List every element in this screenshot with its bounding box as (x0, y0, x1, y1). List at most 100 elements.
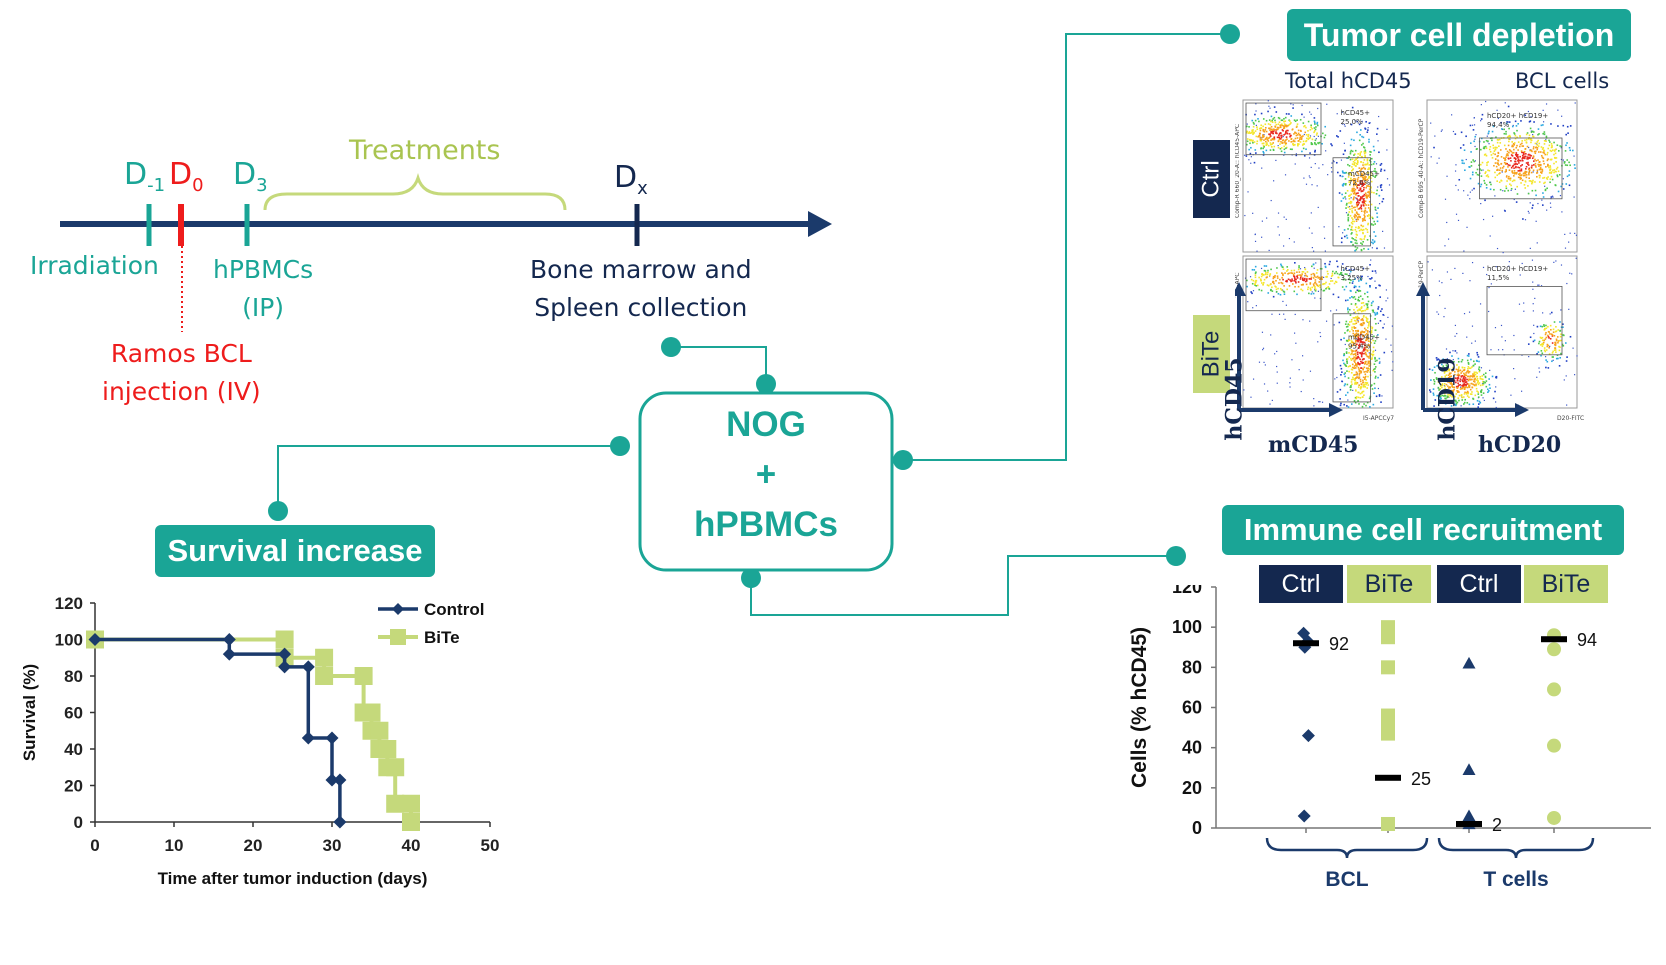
facs-event (1359, 199, 1361, 202)
facs-event (1263, 265, 1266, 267)
facs-event (1519, 135, 1521, 138)
facs-event (1362, 267, 1365, 270)
facs-event (1456, 374, 1459, 376)
facs-plots: hCD45+25,0%mCD45+72,6%hCD20+ hCD19+94,4%… (1235, 99, 1584, 422)
facs-event (1270, 132, 1273, 134)
facs-event (1371, 277, 1373, 279)
facs-event (1283, 123, 1286, 125)
facs-event (1492, 152, 1495, 155)
facs-gate (1332, 157, 1371, 247)
facs-event (1282, 268, 1285, 271)
facs-event (1544, 350, 1547, 353)
facs-gate-label: 95,4% (1348, 343, 1371, 351)
facs-event (1364, 151, 1367, 154)
facs-event (1505, 168, 1507, 171)
facs-event (1269, 273, 1272, 275)
facs-event (1449, 383, 1452, 385)
facs-event (1252, 141, 1254, 144)
facs-event (1460, 131, 1463, 134)
facs-event (1379, 320, 1382, 322)
facs-event (1373, 161, 1376, 163)
facs-event (1462, 144, 1465, 146)
facs-event (1456, 401, 1459, 404)
facs-event (1511, 152, 1514, 154)
facs-event (1540, 285, 1543, 287)
facs-event (1368, 168, 1370, 170)
facs-event (1290, 141, 1293, 143)
facs-event (1352, 206, 1355, 209)
facs-event (1379, 184, 1382, 187)
facs-ctrl-hcd45: hCD45+25,0%mCD45+72,6% (1242, 99, 1394, 253)
facs-event (1365, 337, 1368, 340)
facs-event (1485, 175, 1488, 177)
immune-point (1462, 656, 1476, 669)
facs-event (1458, 374, 1461, 376)
facs-event (1344, 323, 1347, 325)
facs-event (1562, 188, 1565, 190)
facs-event (1378, 362, 1381, 364)
facs-event (1331, 272, 1334, 275)
facs-event (1273, 282, 1275, 285)
facs-event (1529, 336, 1532, 339)
facs-event (1457, 370, 1459, 373)
facs-event (1301, 273, 1303, 275)
facs-event (1362, 171, 1365, 174)
facs-event (1340, 241, 1343, 244)
facs-event (1543, 149, 1546, 152)
facs-event (1361, 361, 1364, 364)
facs-event (1463, 393, 1466, 395)
facs-event (1360, 242, 1362, 244)
facs-event (1314, 128, 1317, 131)
facs-event (1451, 355, 1453, 357)
facs-event (1566, 404, 1568, 406)
facs-event (1303, 279, 1305, 282)
facs-event (1284, 131, 1287, 134)
facs-event (1533, 339, 1536, 342)
facs-event (1366, 211, 1368, 213)
row-tag-bite: BiTe (1193, 315, 1230, 393)
facs-event (1471, 376, 1474, 378)
facs-event (1362, 319, 1364, 322)
facs-event (1478, 400, 1481, 403)
facs-event (1355, 211, 1358, 213)
facs-event (1288, 123, 1291, 126)
facs-event (1357, 335, 1360, 337)
facs-event (1362, 348, 1365, 351)
facs-event (1492, 215, 1494, 217)
facs-event (1531, 181, 1534, 184)
facs-event (1300, 137, 1303, 140)
facs-event (1558, 349, 1561, 352)
facs-event (1477, 406, 1479, 408)
facs-event (1559, 335, 1562, 338)
facs-event (1431, 269, 1433, 271)
facs-event (1354, 239, 1356, 241)
facs-event (1352, 357, 1355, 360)
facs-event (1485, 187, 1488, 189)
facs-event (1345, 207, 1347, 209)
facs-gate-label: 72,6% (1348, 179, 1371, 187)
facs-event (1514, 188, 1516, 190)
facs-event (1435, 377, 1438, 379)
facs-ylabel-left: hCD45 (1222, 344, 1259, 454)
facs-event (1465, 374, 1468, 377)
facs-event (1345, 285, 1348, 288)
facs-event (1515, 172, 1518, 175)
facs-event (1549, 168, 1552, 170)
facs-event (1387, 316, 1389, 319)
facs-event (1448, 369, 1451, 372)
facs-event (1367, 367, 1370, 370)
facs-event (1563, 162, 1566, 164)
facs-event (1326, 270, 1329, 273)
facs-event (1299, 268, 1302, 270)
facs-event (1293, 277, 1296, 279)
facs-event (1375, 272, 1377, 274)
facs-event (1574, 102, 1576, 104)
facs-event (1494, 171, 1496, 174)
facs-event (1466, 390, 1469, 393)
facs-event (1247, 191, 1249, 193)
facs-event (1462, 385, 1464, 388)
facs-event (1555, 351, 1557, 353)
facs-event (1547, 176, 1549, 178)
facs-event (1353, 327, 1356, 329)
facs-event (1349, 365, 1351, 368)
